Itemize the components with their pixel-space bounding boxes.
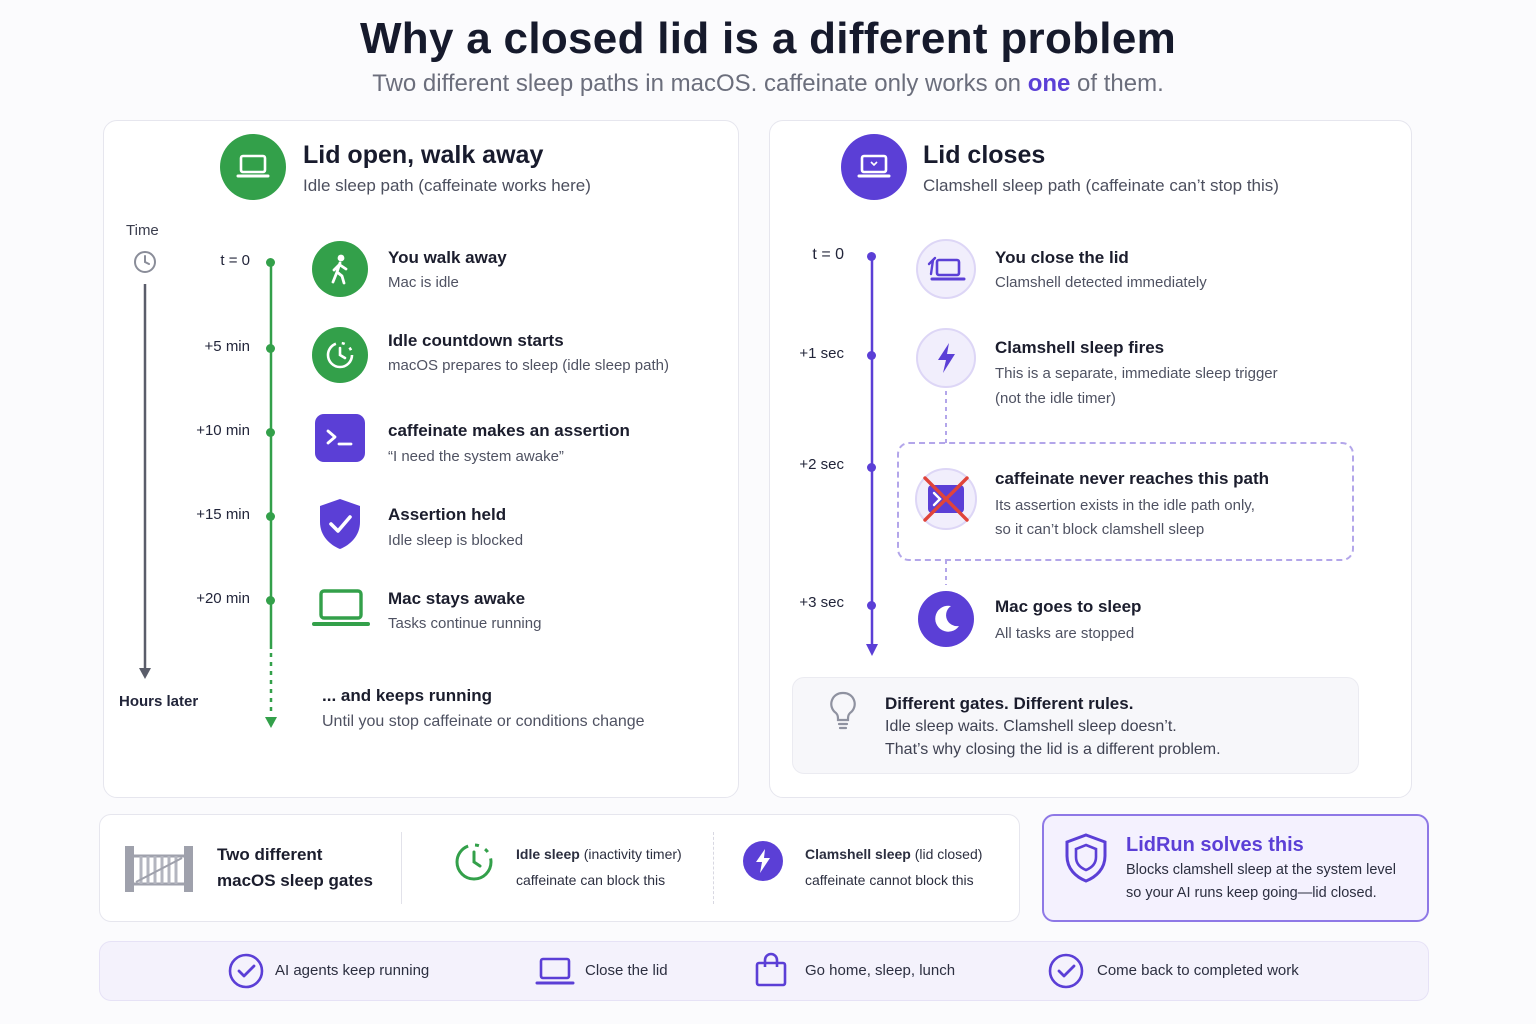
step-desc: Its assertion exists in the idle path on… xyxy=(995,497,1255,514)
clamshell-panel-title: Lid closes xyxy=(923,141,1046,169)
shopping-bag-icon xyxy=(753,951,789,989)
timeline-dot xyxy=(266,428,275,437)
note-title: Different gates. Different rules. xyxy=(885,694,1134,713)
idle-timeline-line xyxy=(265,261,277,728)
timeline-dot xyxy=(266,512,275,521)
step-desc: All tasks are stopped xyxy=(995,625,1135,642)
idle-gate-text: Idle sleep (inactivity timer) xyxy=(516,846,682,862)
laptop-icon xyxy=(535,955,575,987)
benefit-label: Close the lid xyxy=(585,962,668,979)
lidrun-line: so your AI runs keep going—lid closed. xyxy=(1126,885,1377,901)
step-title: caffeinate never reaches this path xyxy=(995,469,1270,488)
time-axis-end-label: Hours later xyxy=(119,693,199,710)
clamshell-gate-note: caffeinate cannot block this xyxy=(805,872,974,888)
moon-icon xyxy=(918,591,974,647)
step-desc: Idle sleep is blocked xyxy=(388,532,524,549)
idle-panel-title: Lid open, walk away xyxy=(303,141,544,169)
blocked-path-box xyxy=(897,442,1354,561)
page-subtitle: Two different sleep paths in macOS. caff… xyxy=(372,70,1164,97)
step-title: You close the lid xyxy=(995,248,1129,267)
gate-icon xyxy=(122,838,196,896)
laptop-icon xyxy=(220,134,286,200)
step-desc: Clamshell detected immediately xyxy=(995,274,1207,291)
timeline-dot xyxy=(867,351,876,360)
time-label: +3 sec xyxy=(799,594,844,611)
timeline-dot xyxy=(867,252,876,261)
clamshell-gate-text: Clamshell sleep (lid closed) xyxy=(805,846,983,862)
laptop-icon xyxy=(841,134,907,200)
step-desc: so it can’t block clamshell sleep xyxy=(995,521,1205,538)
divider xyxy=(401,832,402,904)
time-label: t = 0 xyxy=(812,246,844,263)
gates-label: macOS sleep gates xyxy=(217,871,373,890)
clock-countdown-icon xyxy=(452,840,496,884)
page-title: Why a closed lid is a different problem xyxy=(359,14,1177,63)
benefit-label: Go home, sleep, lunch xyxy=(805,962,956,979)
lidrun-line: Blocks clamshell sleep at the system lev… xyxy=(1126,862,1396,878)
blocked-terminal-icon xyxy=(915,468,977,530)
sleep-gates-bar xyxy=(99,814,1020,922)
lightning-icon xyxy=(916,328,976,388)
laptop-icon xyxy=(312,586,370,632)
step-desc: Mac is idle xyxy=(388,274,459,291)
step-title: Assertion held xyxy=(388,505,507,524)
terminal-icon xyxy=(315,414,365,462)
note-line: That’s why closing the lid is a differen… xyxy=(885,741,1221,758)
final-step-title: ... and keeps running xyxy=(322,686,493,705)
time-label: +5 min xyxy=(204,338,250,355)
time-axis-arrow xyxy=(139,284,151,679)
timeline-dot xyxy=(867,601,876,610)
shield-icon xyxy=(1063,832,1109,884)
connector-dashes xyxy=(945,391,947,585)
lidrun-card[interactable] xyxy=(1042,814,1429,922)
step-desc: “I need the system awake” xyxy=(388,448,564,465)
timeline-dot xyxy=(266,596,275,605)
time-label: +1 sec xyxy=(799,345,844,362)
time-label: t = 0 xyxy=(220,252,250,269)
step-title: You walk away xyxy=(388,248,507,267)
timeline-dot xyxy=(867,463,876,472)
idle-panel-subtitle: Idle sleep path (caffeinate works here) xyxy=(303,176,591,195)
step-desc: This is a separate, immediate sleep trig… xyxy=(995,365,1278,382)
shield-check-icon xyxy=(315,496,365,552)
step-desc: Tasks continue running xyxy=(388,615,542,632)
divider xyxy=(713,832,714,904)
step-title: Mac goes to sleep xyxy=(995,597,1142,616)
time-label: +20 min xyxy=(196,590,250,607)
benefit-label: AI agents keep running xyxy=(275,962,430,979)
benefit-label: Come back to completed work xyxy=(1097,962,1299,979)
timeline-dot xyxy=(266,258,275,267)
note-line: Idle sleep waits. Clamshell sleep doesn’… xyxy=(885,718,1177,735)
idle-path-panel xyxy=(103,120,739,798)
time-label: +10 min xyxy=(196,422,250,439)
idle-gate-note: caffeinate can block this xyxy=(516,872,666,888)
lightning-icon xyxy=(743,841,783,881)
lidrun-title: LidRun solves this xyxy=(1126,834,1304,856)
closing-laptop-icon xyxy=(916,239,976,299)
step-title: Idle countdown starts xyxy=(388,331,564,350)
clamshell-panel-subtitle: Clamshell sleep path (caffeinate can’t s… xyxy=(923,176,1279,195)
final-step-desc: Until you stop caffeinate or conditions … xyxy=(322,713,645,730)
rules-note-box xyxy=(792,677,1359,774)
step-desc: (not the idle timer) xyxy=(995,390,1116,407)
timeline-dot xyxy=(266,344,275,353)
step-title: caffeinate makes an assertion xyxy=(388,421,630,440)
clamshell-timeline-line xyxy=(866,256,878,656)
walking-person-icon xyxy=(312,241,368,297)
step-desc: macOS prepares to sleep (idle sleep path… xyxy=(388,357,669,374)
time-label: +15 min xyxy=(196,506,250,523)
check-circle-icon xyxy=(1047,952,1085,990)
lightbulb-icon xyxy=(828,690,858,732)
step-title: Clamshell sleep fires xyxy=(995,338,1165,357)
time-axis-label: Time xyxy=(126,222,159,239)
clock-countdown-icon xyxy=(312,327,368,383)
time-label: +2 sec xyxy=(799,456,844,473)
benefits-strip xyxy=(99,941,1429,1001)
check-circle-icon xyxy=(227,952,265,990)
step-title: Mac stays awake xyxy=(388,589,526,608)
gates-label: Two different xyxy=(217,845,323,864)
clock-icon xyxy=(133,250,157,274)
